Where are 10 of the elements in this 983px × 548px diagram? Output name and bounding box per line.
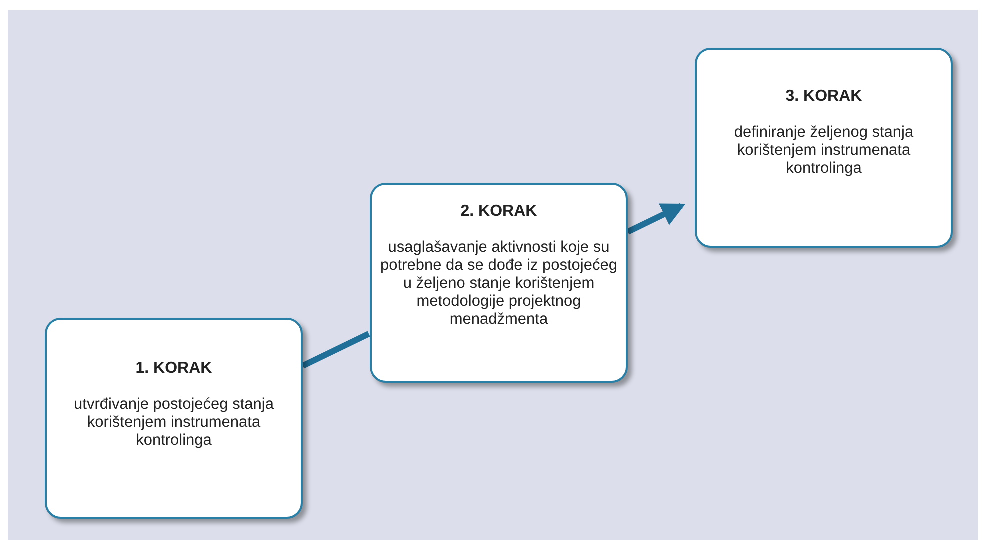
step-heading: 2. KORAK <box>460 203 538 221</box>
step-heading: 3. KORAK <box>786 88 862 106</box>
step-heading: 1. KORAK <box>136 360 212 378</box>
step-box <box>370 183 628 383</box>
step-description: utvrđivanje postojećeg stanja korištenjem instrumenata kontrolinga <box>73 396 275 450</box>
arrow <box>626 203 686 235</box>
step-description: definiranje željenog stanja korištenjem instrumenata kontrolinga <box>733 124 915 178</box>
step-box <box>45 318 303 519</box>
step-description: usaglašavanje aktivnosti koje su potrebne da se dođe iz postojećeg u željeno stanje korištenjem metodologije projektnog menadžmenta <box>380 239 618 329</box>
step-box <box>695 48 953 248</box>
